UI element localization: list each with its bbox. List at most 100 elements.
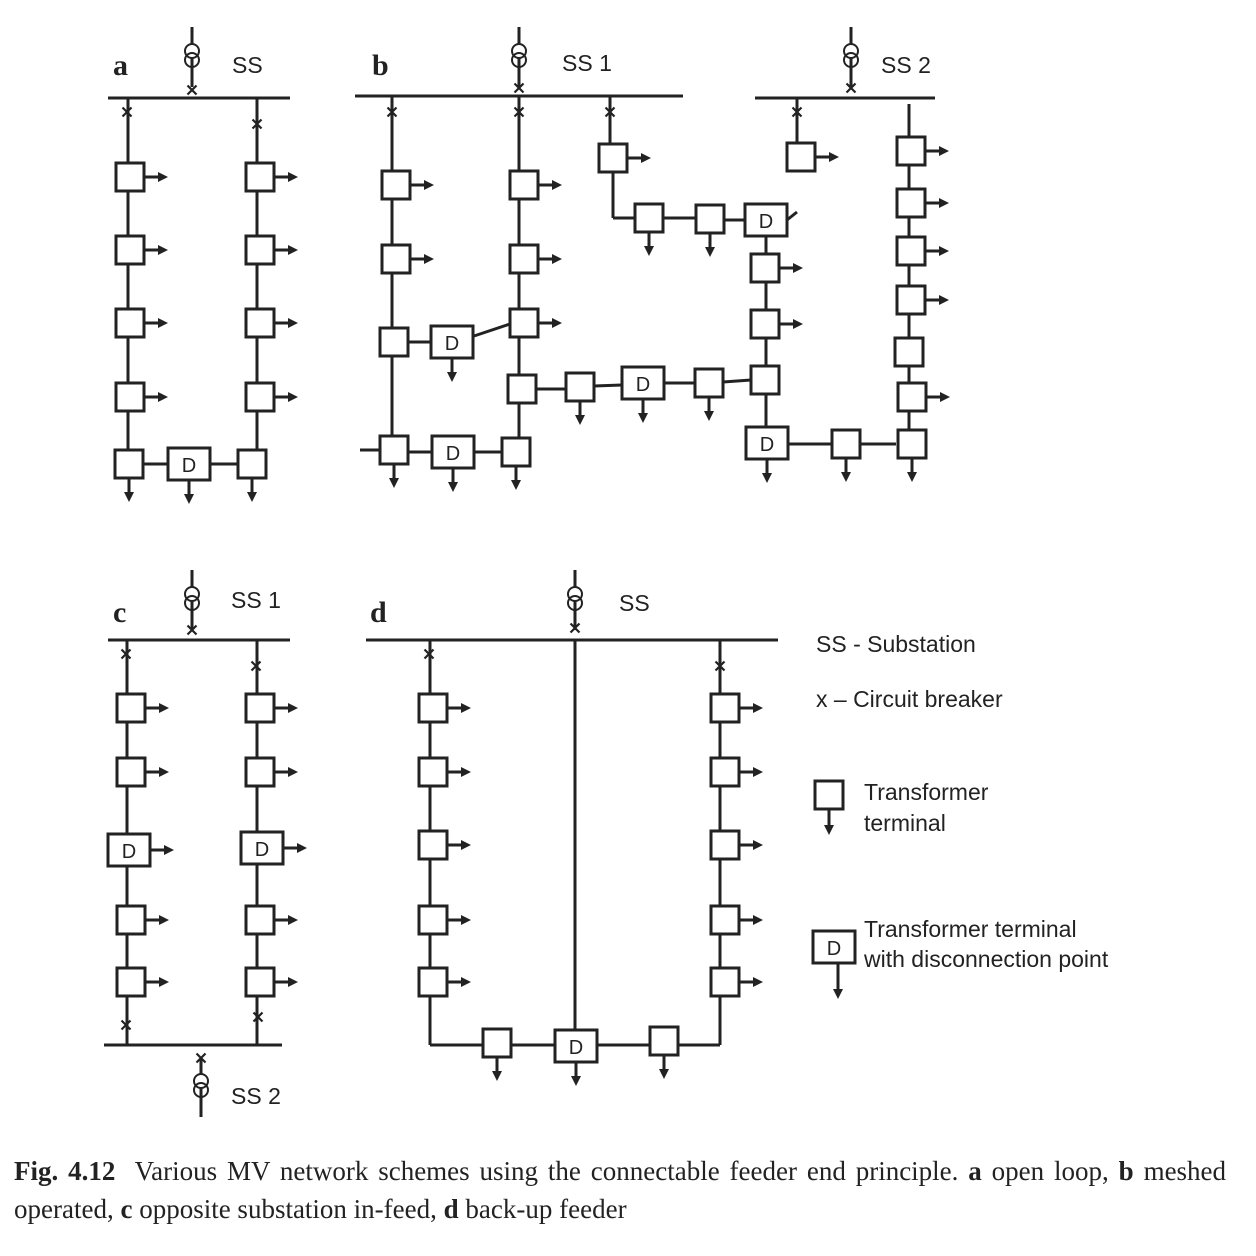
load-arrow-head [159, 767, 169, 777]
transformer-terminal [506, 373, 538, 405]
load-arrow-head [288, 392, 298, 402]
disconnection-terminal-label: D [636, 374, 650, 396]
load-arrow-head [762, 473, 772, 483]
transformer-terminal [244, 904, 276, 936]
transformer-terminal [648, 1025, 680, 1057]
transformer-terminal [417, 904, 449, 936]
transformer-circle [184, 52, 200, 68]
circuit-breaker-mark [604, 106, 616, 118]
transformer-terminal [709, 904, 741, 936]
disconnection-terminal [811, 929, 857, 965]
subfig-b-letter: b [372, 49, 389, 82]
caption-c: c [120, 1194, 133, 1224]
load-arrow-head [184, 494, 194, 504]
transformer-circle [184, 595, 200, 611]
load-arrow-head [158, 392, 168, 402]
load-arrow-head [492, 1071, 502, 1081]
transformer-terminal [380, 169, 412, 201]
caption-intro: Various MV network schemes using the con… [134, 1156, 959, 1186]
load-arrow-head [575, 415, 585, 425]
legend-substation: SS - Substation [816, 631, 976, 657]
disconnection-terminal [743, 202, 789, 238]
circuit-breaker-mark [845, 82, 857, 94]
transformer-circle [567, 595, 583, 611]
load-arrow-head [448, 482, 458, 492]
load-arrow-head [704, 411, 714, 421]
disconnection-terminal-label: D [759, 211, 773, 233]
transformer-terminal [114, 307, 146, 339]
circuit-breaker-mark [714, 660, 726, 672]
load-arrow-head [159, 915, 169, 925]
transformer-terminal [114, 234, 146, 266]
transformer-terminal [378, 434, 410, 466]
load-arrow-head [297, 843, 307, 853]
transformer-terminal [896, 381, 928, 413]
caption-b-text: meshed operated, [14, 1156, 1227, 1224]
transformer-terminal [830, 428, 862, 460]
transformer-terminal [378, 326, 410, 358]
load-arrow-head [753, 977, 763, 987]
transformer-terminal [113, 448, 145, 480]
load-arrow-head [288, 172, 298, 182]
transformer-terminal [597, 142, 629, 174]
caption-d-text: back-up feeder [465, 1194, 627, 1224]
transformer-terminal [633, 202, 665, 234]
load-arrow-head [829, 152, 839, 162]
transformer-terminal [564, 371, 596, 403]
transformer-terminal [115, 692, 147, 724]
feeder-line [473, 322, 511, 338]
load-arrow-head [793, 263, 803, 273]
transformer-terminal [895, 235, 927, 267]
transformer-terminal [749, 252, 781, 284]
transformer-terminal [500, 436, 532, 468]
circuit-breaker-mark [121, 106, 133, 118]
feeder-line [593, 383, 623, 388]
circuit-breaker-mark [251, 118, 263, 130]
load-arrow-head [753, 840, 763, 850]
load-arrow-head [753, 915, 763, 925]
disconnection-terminal [430, 434, 476, 470]
load-arrow-head [158, 318, 168, 328]
disconnection-terminal-label: D [122, 841, 136, 863]
load-arrow-head [939, 295, 949, 305]
load-arrow-head [164, 845, 174, 855]
circuit-breaker-mark [791, 106, 803, 118]
transformer-circle [843, 52, 859, 68]
transformer-terminal [895, 135, 927, 167]
transformer-circle [193, 1082, 209, 1098]
transformer-terminal [244, 234, 276, 266]
disconnection-terminal [166, 446, 212, 482]
load-arrow-head [939, 198, 949, 208]
load-arrow-head [124, 492, 134, 502]
load-arrow-head [288, 977, 298, 987]
circuit-breaker-mark [120, 648, 132, 660]
legend-disconnection-line2: with disconnection point [863, 946, 1109, 972]
legend-circuit-breaker: x – Circuit breaker [816, 686, 1003, 712]
transformer-terminal [115, 756, 147, 788]
transformer-terminal [244, 756, 276, 788]
transformer-terminal [508, 243, 540, 275]
transformer-terminal [749, 364, 781, 396]
load-arrow-head [939, 246, 949, 256]
load-arrow-head [461, 915, 471, 925]
legend-transformer-terminal-line1: Transformer [864, 779, 989, 805]
load-arrow-head [659, 1069, 669, 1079]
load-arrow-head [447, 372, 457, 382]
transformer-terminal [114, 161, 146, 193]
load-arrow-head [824, 825, 834, 835]
transformer-terminal [694, 203, 726, 235]
legend-disconnection-line1: Transformer terminal [864, 916, 1077, 942]
transformer-terminal [785, 141, 817, 173]
load-arrow-head [939, 146, 949, 156]
load-arrow-head [288, 767, 298, 777]
transformer-terminal [893, 336, 925, 368]
circuit-breaker-mark [186, 84, 198, 96]
transformer-terminal [244, 161, 276, 193]
caption-c-text: opposite substation in-feed, [139, 1194, 437, 1224]
load-arrow-head [288, 915, 298, 925]
substation-label-a: SS [232, 52, 263, 78]
disconnection-terminal-label: D [569, 1037, 583, 1059]
transformer-terminal [709, 966, 741, 998]
